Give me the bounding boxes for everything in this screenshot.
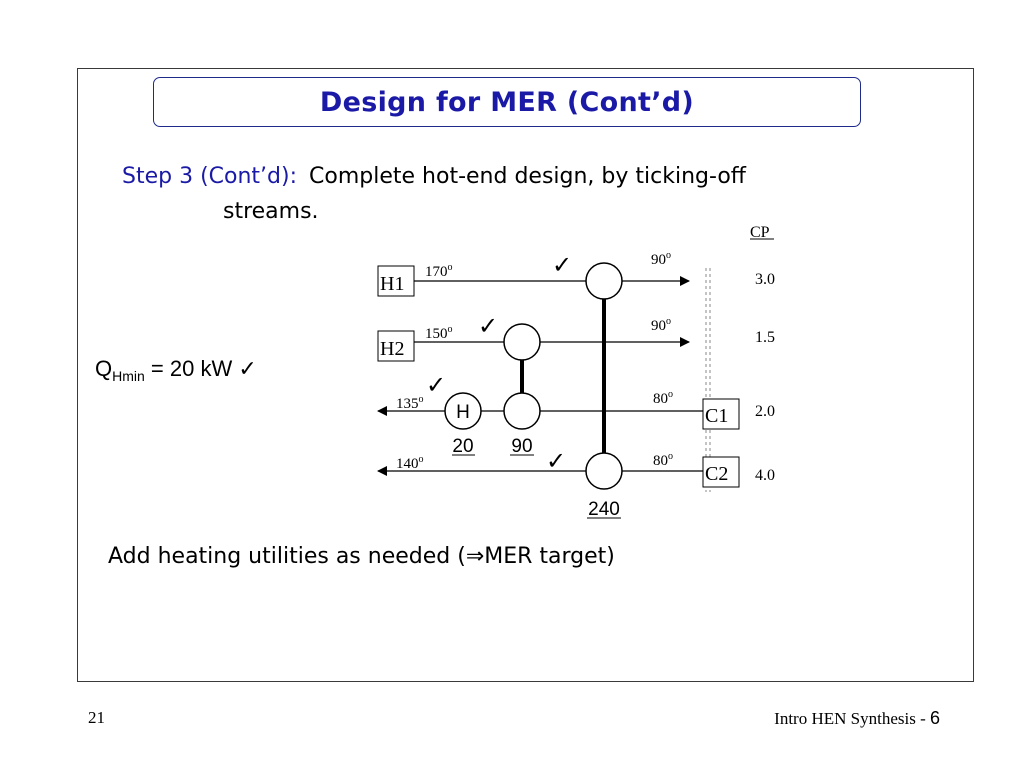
exchanger-90-cold [503, 392, 541, 430]
title-box: Design for MER (Cont’d) [153, 77, 861, 127]
stream-box-h2 [377, 330, 415, 362]
temp-h2-end: 90o [651, 316, 671, 334]
check-icon-c1: ✓ [426, 373, 446, 399]
footer-page: 6 [929, 708, 940, 728]
implies-arrow-icon: ⇒ [465, 543, 485, 568]
exchanger-duty-90: 90 [511, 436, 532, 457]
cp-c2: 4.0 [755, 467, 775, 484]
stream-name-h1: H1 [380, 273, 404, 295]
add-heating-note: Add heating utilities as needed (⇒MER ta… [108, 543, 615, 569]
step-text-continued: streams. [223, 199, 319, 224]
cp-h1: 3.0 [755, 271, 775, 288]
slide-frame [77, 68, 974, 682]
stream-name-h2: H2 [380, 338, 404, 360]
slide-number: 21 [88, 708, 105, 727]
exchanger-240-cold [585, 452, 623, 490]
check-icon-h1: ✓ [552, 253, 572, 279]
cp-h2: 1.5 [755, 329, 775, 346]
check-icon-c2: ✓ [546, 449, 566, 475]
exchanger-240-hot [585, 262, 623, 300]
temp-c2-end: 140o [396, 454, 424, 472]
exchanger-90-hot [503, 323, 541, 361]
step-label: Step 3 (Cont’d): [122, 164, 298, 189]
stream-box-c1 [702, 398, 740, 430]
temp-c1-end: 135o [396, 394, 424, 412]
temp-h1-end: 90o [651, 250, 671, 268]
qhmin-label: QHmin = 20 kW ✓ [95, 356, 257, 384]
heater-circle [444, 392, 482, 430]
cp-header: CP [750, 224, 770, 241]
heater-label: H [456, 402, 470, 423]
check-icon-h2: ✓ [478, 314, 498, 340]
temp-c1-start: 80o [653, 389, 673, 407]
temp-c2-start: 80o [653, 451, 673, 469]
check-icon: ✓ [238, 356, 257, 381]
temp-h1-start: 170o [425, 262, 453, 280]
slide-title: Design for MER (Cont’d) [319, 86, 695, 118]
stream-box-c2 [702, 456, 740, 488]
exchanger-duty-240: 240 [588, 499, 620, 520]
temp-h2-start: 150o [425, 324, 453, 342]
step-text: Complete hot-end design, by ticking-off [309, 164, 746, 189]
cp-c1: 2.0 [755, 403, 775, 420]
stream-name-c2: C2 [705, 463, 728, 485]
stream-name-c1: C1 [705, 405, 728, 427]
heater-duty: 20 [452, 436, 473, 457]
step-line: Step 3 (Cont’d): Complete hot-end design,… [122, 164, 746, 189]
stream-box-h1 [377, 265, 415, 297]
footer-course: Intro HEN Synthesis - 6 [774, 708, 940, 728]
